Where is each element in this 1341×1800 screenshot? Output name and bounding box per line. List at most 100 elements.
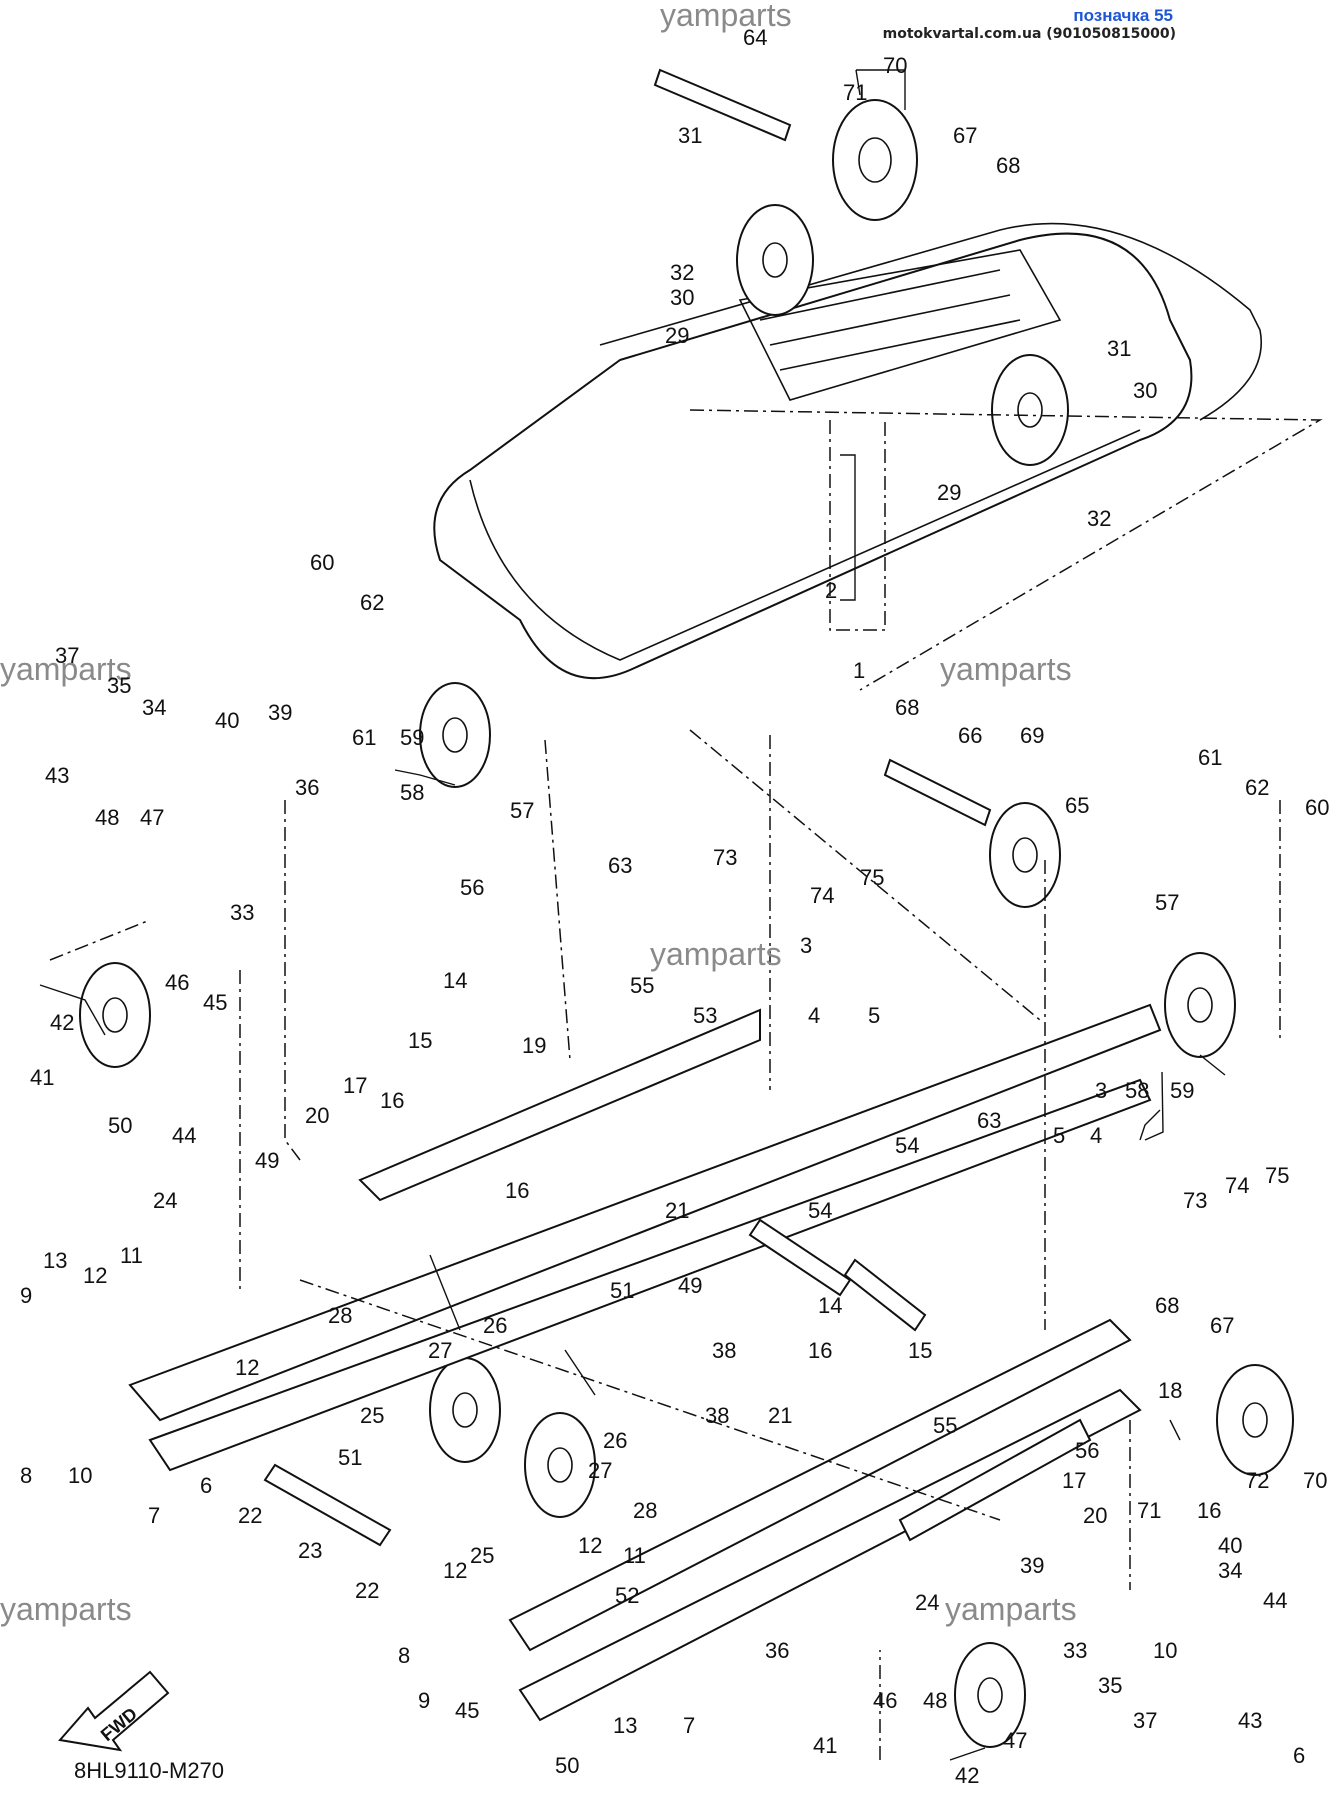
watermark: yamparts	[0, 651, 132, 687]
callout-label: 30	[1133, 378, 1157, 403]
callout-label: 17	[343, 1073, 367, 1098]
callout-label: 54	[808, 1198, 832, 1223]
callout-label: 34	[1218, 1558, 1242, 1583]
callout-label: 26	[483, 1313, 507, 1338]
callout-label: 5	[1053, 1123, 1065, 1148]
callout-label: 51	[338, 1445, 362, 1470]
callout-label: 36	[295, 775, 319, 800]
callout-label: 33	[1063, 1638, 1087, 1663]
callout-label: 53	[693, 1003, 717, 1028]
callout-label: 40	[1218, 1533, 1242, 1558]
callout-label: 62	[1245, 775, 1269, 800]
callout-label: 73	[713, 845, 737, 870]
callout-label: 16	[1197, 1498, 1221, 1523]
callout-label: 6	[200, 1473, 212, 1498]
watermark: yamparts	[660, 0, 792, 33]
header-site: motokvartal.com.ua (901050815000)	[882, 26, 1176, 42]
callout-label: 32	[670, 260, 694, 285]
callout-label: 64	[743, 25, 767, 50]
callout-label: 12	[235, 1355, 259, 1380]
callout-label: 13	[43, 1248, 67, 1273]
callout-label: 10	[68, 1463, 92, 1488]
callout-label: 56	[1075, 1438, 1099, 1463]
callout-label: 50	[555, 1753, 579, 1778]
callout-label: 61	[1198, 745, 1222, 770]
callout-label: 41	[813, 1733, 837, 1758]
callout-label: 49	[255, 1148, 279, 1173]
callout-label: 31	[678, 123, 702, 148]
callout-label: 25	[360, 1403, 384, 1428]
callout-label: 26	[603, 1428, 627, 1453]
callout-label: 47	[1003, 1728, 1027, 1753]
callout-label: 57	[1155, 890, 1179, 915]
callout-label: 3	[1095, 1078, 1107, 1103]
callout-label: 40	[215, 708, 239, 733]
callout-label: 24	[915, 1590, 939, 1615]
callout-label: 46	[873, 1688, 897, 1713]
callout-label: 35	[107, 673, 131, 698]
callout-label: 8	[20, 1463, 32, 1488]
callout-label: 39	[268, 700, 292, 725]
callout-label: 20	[305, 1103, 329, 1128]
callout-label: 39	[1020, 1553, 1044, 1578]
callout-label: 38	[712, 1338, 736, 1363]
callout-label: 74	[810, 883, 834, 908]
callout-label: 13	[613, 1713, 637, 1738]
callout-label: 67	[953, 123, 977, 148]
watermark: yamparts	[940, 651, 1072, 687]
callout-label: 59	[400, 725, 424, 750]
callout-label: 5	[868, 1003, 880, 1028]
callout-label: 14	[818, 1293, 842, 1318]
callout-label: 35	[1098, 1673, 1122, 1698]
callout-label: 16	[505, 1178, 529, 1203]
callout-label: 51	[610, 1278, 634, 1303]
callout-label: 48	[923, 1688, 947, 1713]
callout-label: 63	[977, 1108, 1001, 1133]
callout-label: 22	[238, 1503, 262, 1528]
callout-labels: 64 70 71 67 68 31 32 30 29 31 30 29 32 2…	[20, 25, 1329, 1788]
callout-label: 75	[860, 865, 884, 890]
callout-label: 11	[623, 1543, 646, 1568]
callout-label: 54	[895, 1133, 919, 1158]
callout-label: 68	[996, 153, 1020, 178]
callout-label: 9	[418, 1688, 430, 1713]
callout-label: 71	[1137, 1498, 1161, 1523]
callout-label: 43	[45, 763, 69, 788]
callout-label: 17	[1062, 1468, 1086, 1493]
callout-label: 59	[1170, 1078, 1194, 1103]
callout-label: 2	[825, 578, 837, 603]
callout-label: 3	[800, 933, 812, 958]
callout-label: 18	[1158, 1378, 1182, 1403]
callout-label: 58	[400, 780, 424, 805]
callout-label: 75	[1265, 1163, 1289, 1188]
callout-label: 37	[1133, 1708, 1157, 1733]
callout-label: 43	[1238, 1708, 1262, 1733]
callout-label: 4	[1090, 1123, 1102, 1148]
callout-label: 30	[670, 285, 694, 310]
callout-label: 41	[30, 1065, 54, 1090]
callout-label: 24	[153, 1188, 177, 1213]
callout-label: 6	[1293, 1743, 1305, 1768]
callout-label: 62	[360, 590, 384, 615]
callout-label: 21	[665, 1198, 689, 1223]
fwd-arrow: FWD	[58, 1670, 170, 1752]
callout-label: 10	[1153, 1638, 1177, 1663]
callout-label: 19	[522, 1033, 546, 1058]
callout-label: 38	[705, 1403, 729, 1428]
callout-label: 58	[1125, 1078, 1149, 1103]
callout-label: 72	[1245, 1468, 1269, 1493]
callout-label: 70	[1303, 1468, 1327, 1493]
callout-label: 57	[510, 798, 534, 823]
callout-label: 21	[768, 1403, 792, 1428]
callout-label: 9	[20, 1283, 32, 1308]
callout-label: 68	[895, 695, 919, 720]
callout-label: 1	[853, 658, 865, 683]
callout-label: 32	[1087, 506, 1111, 531]
callout-label: 25	[470, 1543, 494, 1568]
callout-label: 42	[955, 1763, 979, 1788]
callout-label: 15	[408, 1028, 432, 1053]
callout-label: 45	[203, 990, 227, 1015]
callout-label: 71	[843, 80, 867, 105]
callout-label: 73	[1183, 1188, 1207, 1213]
